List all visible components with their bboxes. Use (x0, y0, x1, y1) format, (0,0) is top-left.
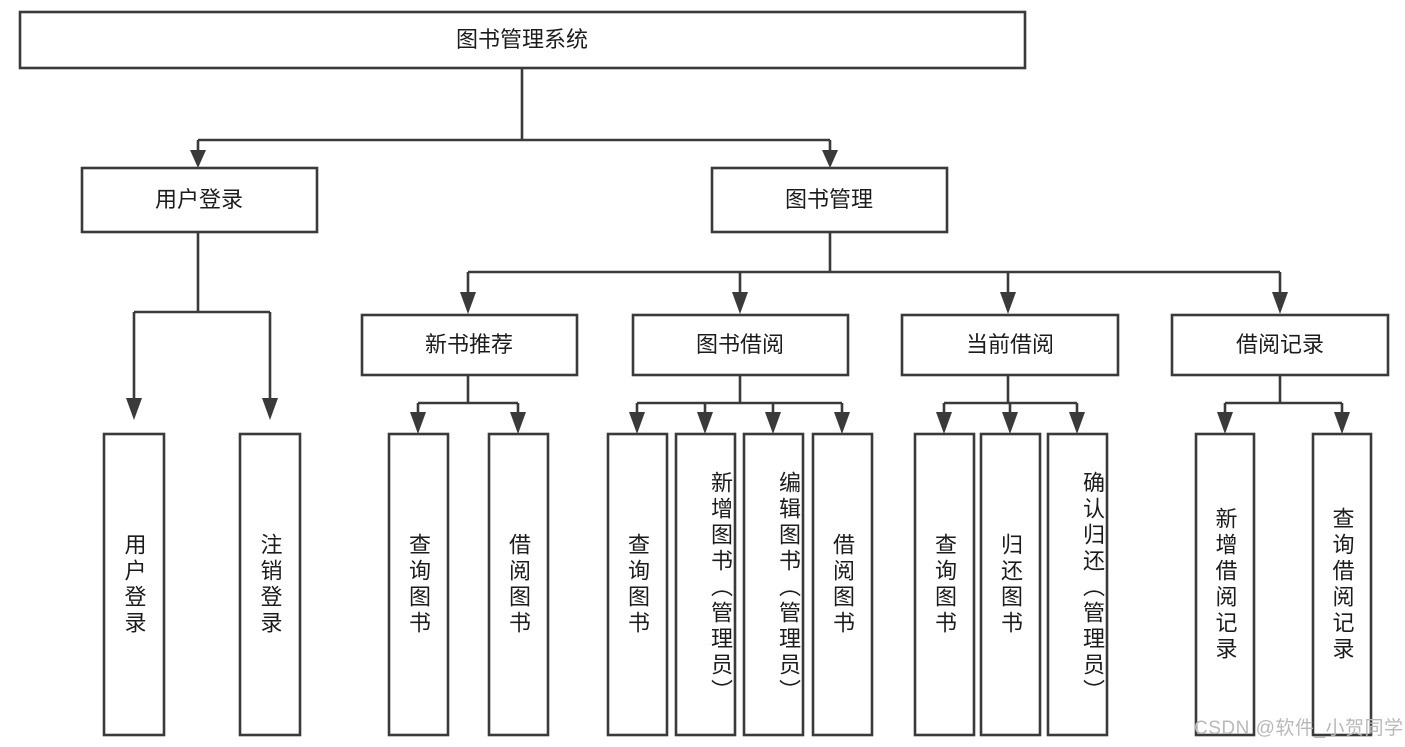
node-root[interactable]: 图书管理系统 (18, 10, 1027, 70)
node-new-book-recommend[interactable]: 新书推荐 (360, 313, 579, 377)
node-current-borrow[interactable]: 当前借阅 (900, 313, 1120, 377)
arrow-head-bb-leaf-2 (697, 412, 713, 434)
connector-group-user-login (126, 232, 278, 420)
leaf-box-borrow-record-1[interactable] (1194, 432, 1256, 737)
arrow-head-bb-leaf-3 (765, 412, 781, 434)
csdn-watermark: CSDN @软件_小贺同学 (1194, 718, 1404, 739)
connector-group-new-book (410, 375, 526, 434)
node-current-borrow-box[interactable] (900, 313, 1120, 377)
node-book-borrow-box[interactable] (631, 313, 850, 377)
leaf-box-current-borrow-2[interactable] (979, 432, 1042, 737)
arrow-head-borrow-record (1272, 292, 1288, 314)
node-book-manage-label: 图书管理 (785, 187, 873, 212)
node-user-login-box[interactable] (80, 166, 319, 234)
leaf-box-book-borrow-1[interactable] (606, 432, 669, 737)
arrow-head-cb-leaf-1 (936, 412, 952, 434)
arrow-head-cb-leaf-3 (1069, 412, 1085, 434)
node-book-borrow[interactable]: 图书借阅 (631, 313, 850, 377)
node-book-borrow-label: 图书借阅 (696, 332, 784, 357)
node-user-login-label: 用户登录 (155, 187, 243, 212)
arrow-head-ul-leaf-1 (126, 398, 142, 420)
arrow-head-book-manage (822, 150, 838, 168)
leaf-box-user-login-2[interactable] (238, 432, 302, 737)
arrow-head-cb-leaf-2 (1002, 412, 1018, 434)
leaf-box-current-borrow-3[interactable] (1046, 432, 1109, 737)
arrow-head-user-login (190, 150, 206, 168)
leaf-box-borrow-record-2[interactable] (1311, 432, 1373, 737)
arrow-head-new-book (460, 292, 476, 314)
node-borrow-record-label: 借阅记录 (1236, 332, 1324, 357)
node-book-manage[interactable]: 图书管理 (710, 166, 949, 234)
node-book-manage-box[interactable] (710, 166, 949, 234)
node-new-book-recommend-box[interactable] (360, 313, 579, 377)
arrow-head-ul-leaf-2 (262, 398, 278, 420)
arrow-head-bb-leaf-1 (629, 412, 645, 434)
node-current-borrow-label: 当前借阅 (966, 332, 1054, 357)
arrow-head-current-borrow (1000, 292, 1016, 314)
arrow-head-nb-leaf-1 (410, 412, 426, 434)
node-borrow-record-box[interactable] (1170, 313, 1390, 377)
leaf-box-new-book-2[interactable] (487, 432, 550, 737)
connector-group-current-borrow (936, 375, 1085, 434)
leaf-box-book-borrow-3[interactable] (742, 432, 805, 737)
connector-group-book-manage (460, 232, 1288, 314)
connector-group-borrow-record (1217, 375, 1350, 434)
arrow-head-br-leaf-1 (1217, 412, 1233, 434)
leaf-box-new-book-1[interactable] (387, 432, 450, 737)
node-user-login[interactable]: 用户登录 (80, 166, 319, 234)
leaf-box-book-borrow-4[interactable] (811, 432, 874, 737)
arrow-head-br-leaf-2 (1334, 412, 1350, 434)
node-borrow-record[interactable]: 借阅记录 (1170, 313, 1390, 377)
leaf-box-current-borrow-1[interactable] (913, 432, 976, 737)
arrow-head-bb-leaf-4 (834, 412, 850, 434)
leaf-box-user-login-1[interactable] (102, 432, 166, 737)
arrow-head-nb-leaf-2 (510, 412, 526, 434)
connector-group-root (190, 68, 838, 168)
node-root-label: 图书管理系统 (456, 27, 588, 52)
arrow-head-book-borrow (732, 292, 748, 314)
connector-group-book-borrow (629, 375, 850, 434)
node-root-box[interactable] (18, 10, 1027, 70)
node-new-book-recommend-label: 新书推荐 (425, 332, 513, 357)
leaf-box-book-borrow-2[interactable] (674, 432, 737, 737)
